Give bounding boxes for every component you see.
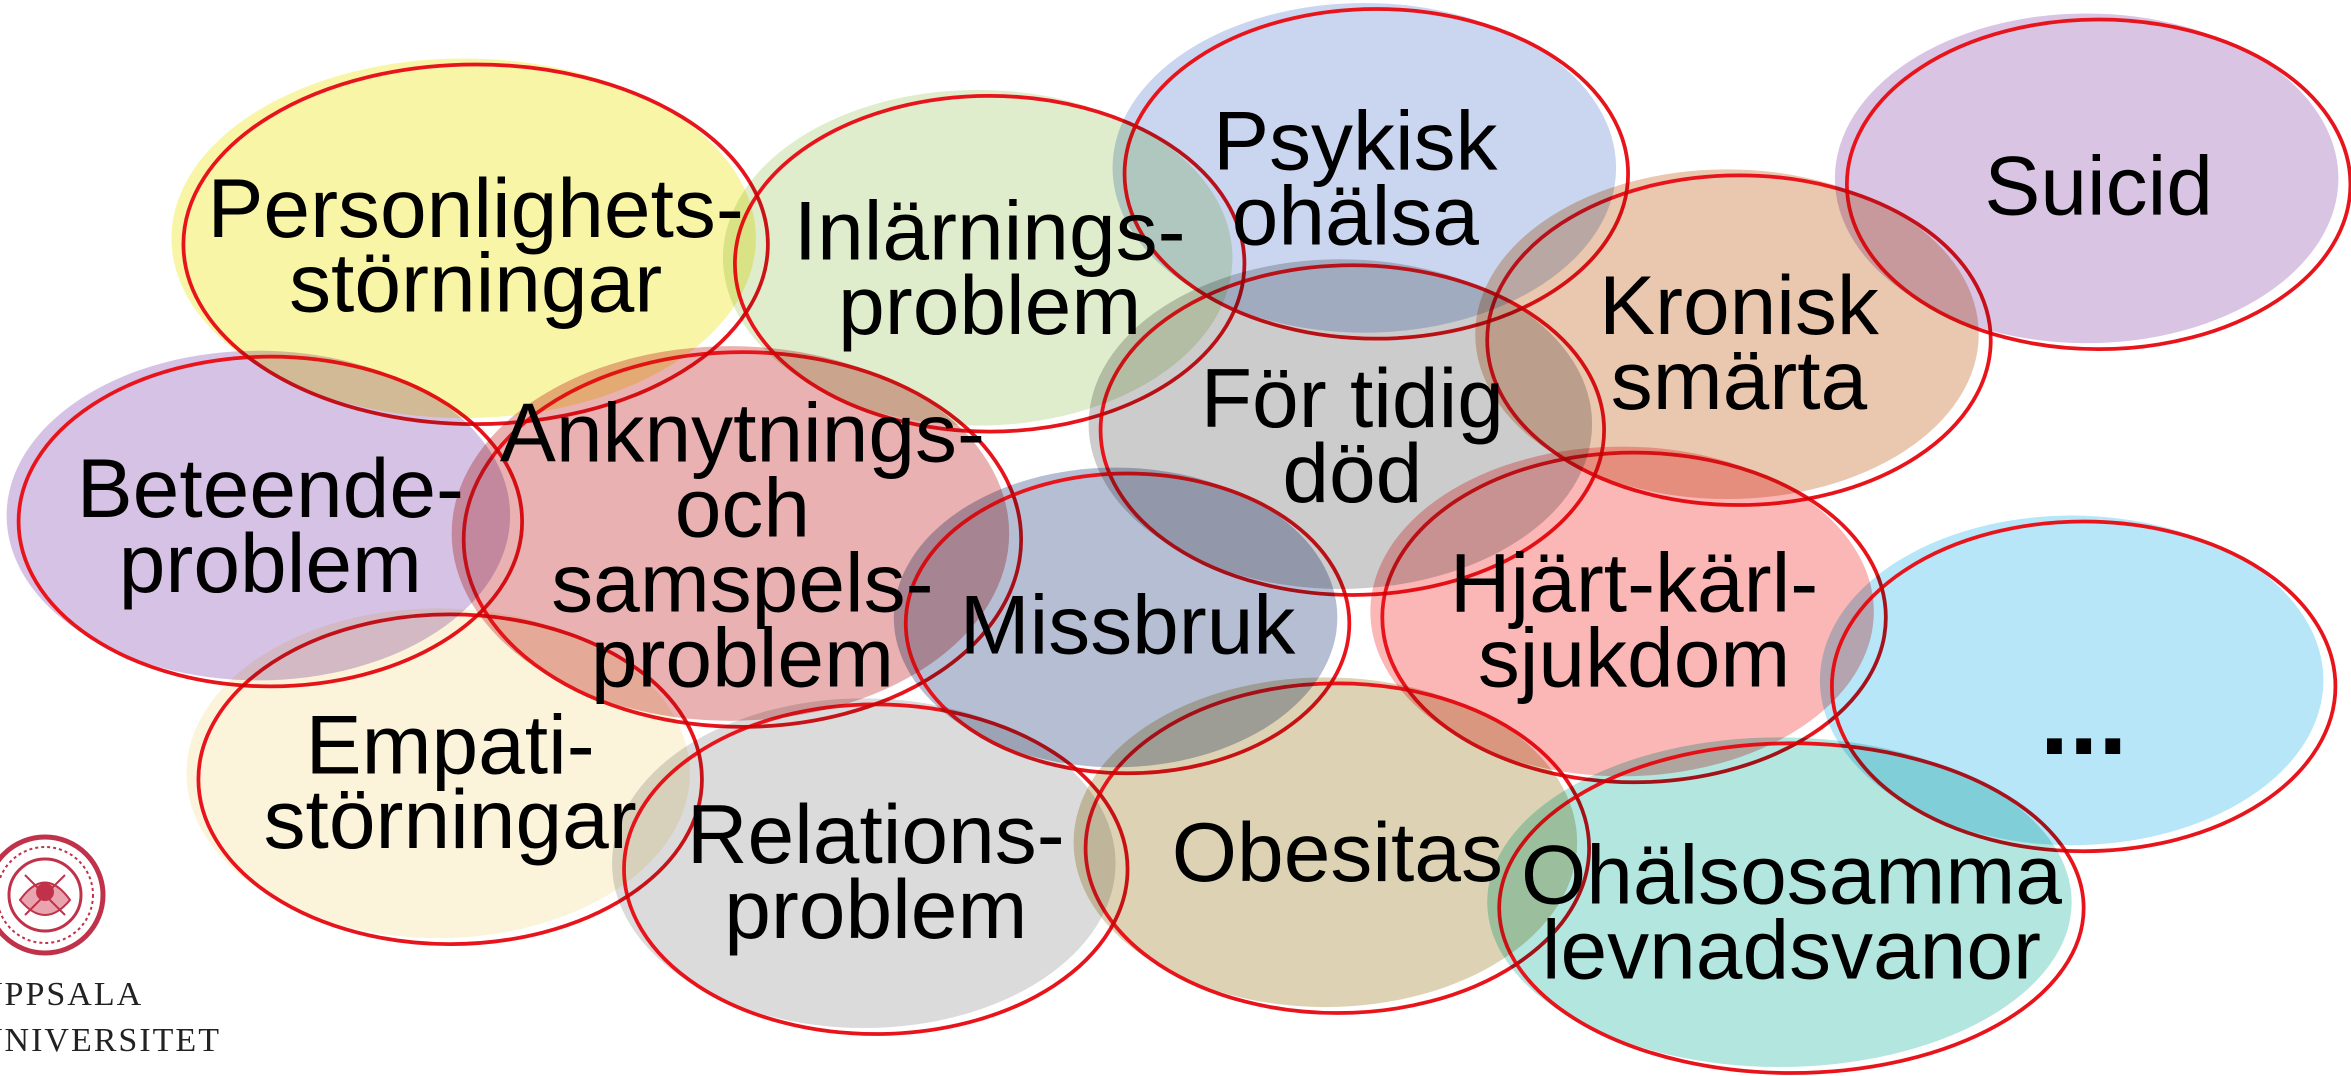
bubble-label-line: Obesitas <box>1172 805 1503 899</box>
bubble-fill-kronisk <box>1475 169 1979 500</box>
bubble-label-line: Psykisk <box>1213 93 1498 187</box>
bubble-label-line: För tidig <box>1201 351 1504 445</box>
bubble-label-line: Kronisk <box>1599 258 1880 352</box>
bubble-label-line: ohälsa <box>1232 168 1480 262</box>
bubble-label-line: Missbruk <box>960 577 1297 671</box>
bubble-outline-fortidig <box>1098 263 1606 597</box>
bubble-label-inlarning: Inlärnings-problem <box>794 183 1186 352</box>
bubble-label-line: Hjärt-kärl- <box>1450 535 1818 629</box>
bubble-label-suicid: Suicid <box>1984 138 2213 232</box>
bubble-label-hjart: Hjärt-kärl-sjukdom <box>1450 535 1818 704</box>
bubble-label-line: störningar <box>289 236 662 330</box>
bubble-label-line: Relations- <box>687 787 1065 881</box>
bubble-label-line: Inlärnings- <box>794 183 1186 277</box>
university-logo: UPPSALA UNIVERSITET <box>0 830 219 1076</box>
bubble-label-line: Empati- <box>306 697 595 791</box>
bubble-fill-psykisk <box>1112 2 1617 333</box>
bubble-fill-ohalsosamma <box>1487 737 2072 1068</box>
bubble-label-line: levnadsvanor <box>1542 903 2041 997</box>
bubble-outline-ohalsosamma <box>1497 741 2086 1075</box>
bubble-label-line: samspels- <box>551 535 933 629</box>
bubble-fill-anknytning <box>451 346 1010 721</box>
bubble-fill-ellipsis <box>1819 515 2324 846</box>
university-seal-icon <box>0 834 106 956</box>
bubble-fill-relation <box>612 698 1116 1029</box>
bubble-label-line: smärta <box>1611 333 1868 427</box>
bubble-label-relation: Relations-problem <box>687 787 1065 956</box>
bubble-label-line: Beteende- <box>77 441 464 535</box>
bubble-label-line: problem <box>724 862 1027 956</box>
bubble-label-empati: Empati-störningar <box>264 697 637 866</box>
bubble-label-line: Ohälsosamma <box>1521 828 2062 922</box>
bubble-ohalsosamma <box>1487 737 2086 1075</box>
bubble-label-line: störningar <box>264 772 637 866</box>
bubble-label-line: Suicid <box>1984 138 2213 232</box>
bubble-label-obesitas: Obesitas <box>1172 805 1503 899</box>
bubble-label-ellipsis: ... <box>2040 660 2127 777</box>
bubble-label-line: problem <box>591 610 894 704</box>
bubble-label-line: problem <box>119 516 422 610</box>
bubble-label-line: och <box>675 461 810 555</box>
bubble-ellipsis <box>1819 515 2338 854</box>
bubble-label-line: död <box>1282 426 1422 520</box>
bubble-outline-suicid <box>1845 17 2351 351</box>
bubble-label-personlighet: Personlighets-störningar <box>207 161 743 330</box>
bubble-fill-empati <box>186 608 690 939</box>
bubble-label-line: sjukdom <box>1478 610 1790 704</box>
bubble-fill-personlighet <box>171 58 756 419</box>
bubble-outline-ellipsis <box>1830 519 2338 854</box>
bubble-fill-inlarning <box>722 89 1233 426</box>
bubble-fill-hjart <box>1370 446 1874 777</box>
bubble-fill-beteende <box>6 350 511 681</box>
logo-text-line-1: UPPSALA <box>0 976 144 1013</box>
bubble-fill-obesitas <box>1073 677 1578 1008</box>
bubble-label-missbruk: Missbruk <box>960 577 1297 671</box>
logo-text-line-2: UNIVERSITET <box>0 1022 221 1059</box>
bubble-label-line: Personlighets- <box>207 161 743 255</box>
bubble-label-line: problem <box>838 258 1141 352</box>
bubble-label-line: Anknytnings- <box>500 386 985 480</box>
bubble-label-beteende: Beteende-problem <box>77 441 464 610</box>
bubble-label-line: ... <box>2040 660 2127 777</box>
